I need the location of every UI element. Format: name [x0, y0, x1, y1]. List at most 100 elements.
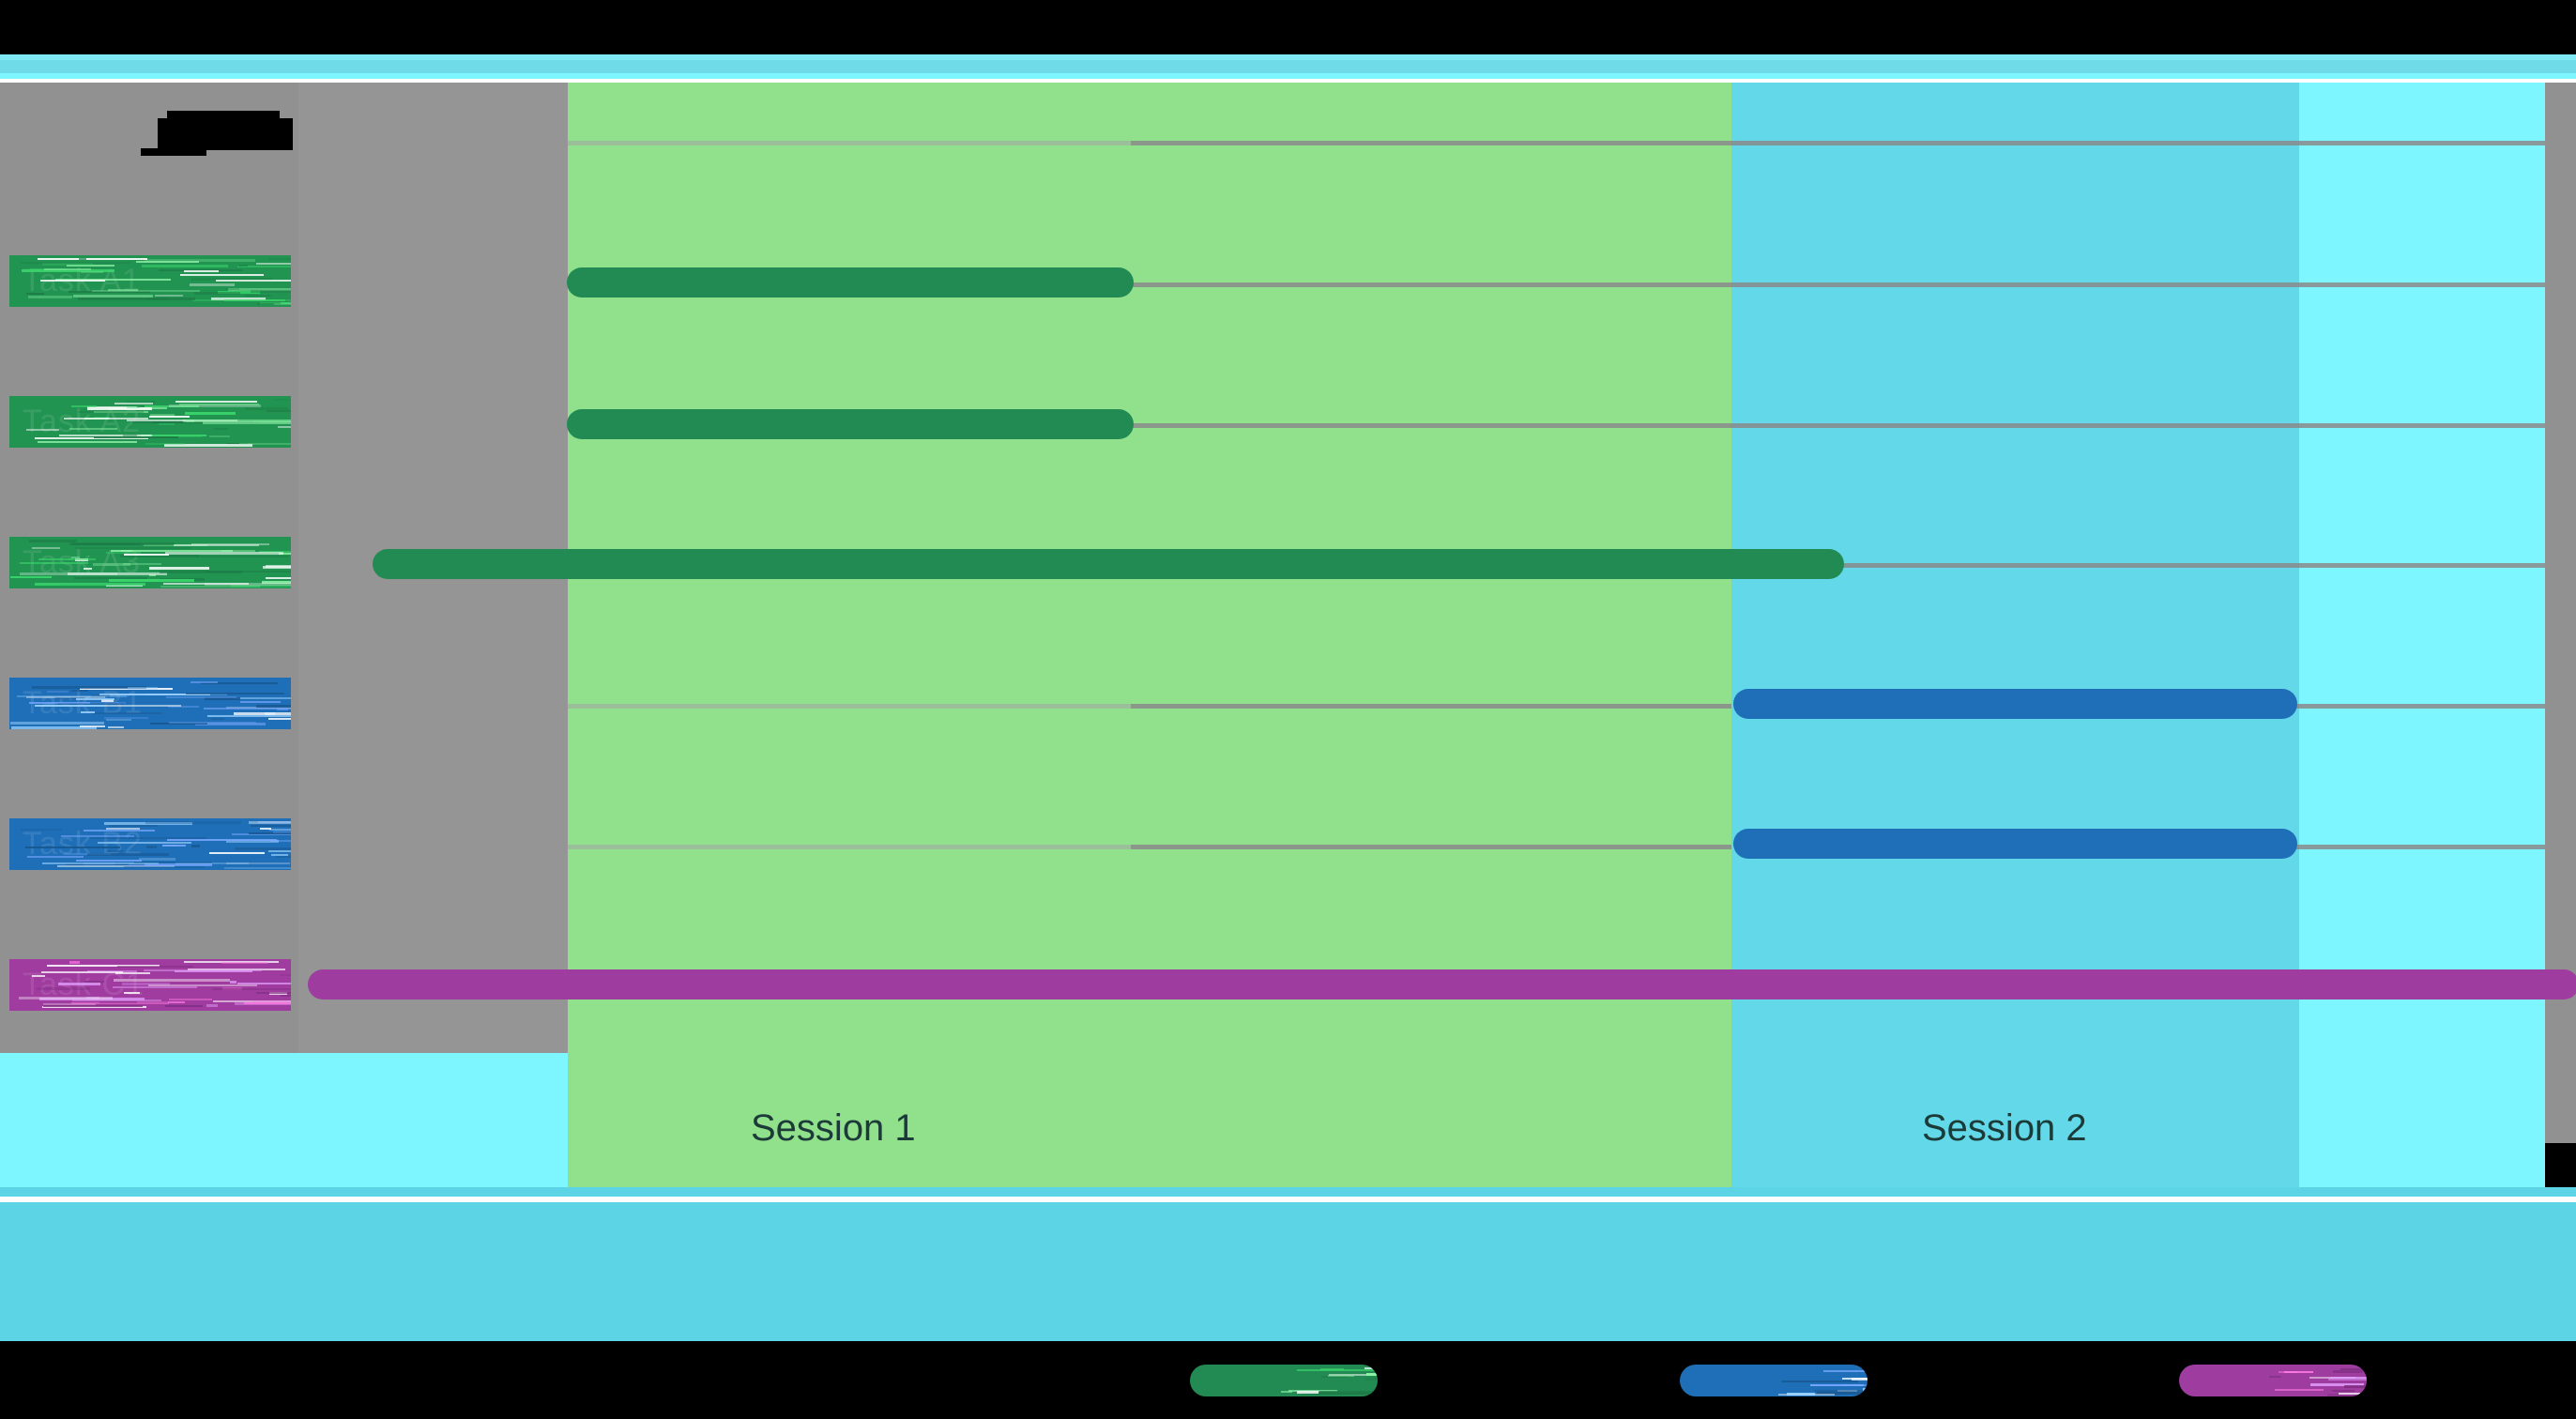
task-label-chip-c1[interactable]: Task C1 — [9, 959, 291, 1011]
glitch-scanline — [38, 557, 97, 560]
gridline-row-6-right — [1131, 845, 1731, 849]
glitch-scanline — [99, 693, 210, 695]
glitch-scanline — [209, 435, 231, 438]
chart-title-redaction-top — [167, 111, 280, 120]
glitch-scanline — [165, 696, 237, 699]
glitch-scanline — [21, 262, 130, 265]
gantt-bar-task-b1[interactable] — [1733, 689, 2297, 719]
glitch-scanline — [2279, 1371, 2298, 1374]
glitch-scanline — [87, 852, 170, 856]
session-2-label: Session 2 — [1922, 1107, 2087, 1149]
glitch-scanline — [43, 1005, 143, 1008]
glitch-scanline — [204, 582, 291, 586]
task-label-chip-a1[interactable]: Task A1 — [9, 255, 291, 307]
gridline-row-2-right — [1131, 282, 1731, 287]
footer-panel — [0, 1202, 2576, 1341]
glitch-scanline — [31, 975, 46, 978]
chart-title-redaction — [158, 118, 293, 150]
glitch-scanline — [211, 718, 224, 721]
glitch-scanline — [144, 969, 262, 971]
glitch-scanline — [123, 553, 169, 556]
glitch-scanline — [257, 820, 291, 823]
glitch-scanline — [191, 277, 273, 281]
gantt-bar-task-b2[interactable] — [1733, 829, 2297, 859]
glitch-scanline — [159, 423, 175, 426]
task-label-chip-a3[interactable]: Task A3 — [9, 537, 291, 588]
glitch-scanline — [105, 827, 141, 830]
glitch-scanline — [61, 834, 134, 837]
glitch-scanline — [1787, 1392, 1816, 1396]
glitch-scanline — [103, 716, 149, 719]
gridline-row-1-right — [1131, 141, 1731, 145]
gridline-row-2-s2 — [1731, 282, 2299, 287]
glitch-scanline — [1822, 1369, 1867, 1372]
glitch-scanline — [123, 991, 141, 994]
task-label-chip-b1[interactable]: Task B1 — [9, 678, 291, 729]
glitch-scanline — [69, 428, 117, 431]
glitch-scanline — [1810, 1383, 1865, 1386]
glitch-scanline — [34, 583, 145, 587]
glitch-scanline — [113, 985, 197, 988]
glitch-scanline — [211, 298, 266, 301]
glitch-scanline — [107, 288, 139, 292]
glitch-scanline — [46, 964, 160, 967]
glitch-scanline — [1781, 1381, 1859, 1383]
glitch-scanline — [255, 704, 291, 708]
glitch-scanline — [279, 973, 291, 976]
glitch-scanline — [260, 828, 271, 831]
legend-swatch-group-a[interactable] — [1190, 1365, 1378, 1396]
glitch-scanline — [129, 862, 212, 866]
task-label-chip-a2[interactable]: Task A2 — [9, 396, 291, 448]
glitch-scanline — [26, 695, 106, 698]
glitch-scanline — [166, 845, 177, 847]
glitch-scanline — [203, 707, 291, 710]
gantt-bar-task-c1[interactable] — [308, 969, 2576, 999]
legend-swatch-group-c[interactable] — [2179, 1365, 2367, 1396]
glitch-scanline — [267, 717, 291, 720]
glitch-scanline — [236, 266, 291, 268]
glitch-scanline — [149, 722, 208, 725]
glitch-scanline — [1328, 1374, 1354, 1377]
glitch-scanline — [108, 824, 158, 827]
header-strip-inner — [0, 73, 2576, 79]
glitch-scanline — [221, 961, 268, 964]
glitch-scanline — [2340, 1367, 2367, 1370]
chart-title-redaction-bottom — [141, 148, 206, 156]
glitch-scanline — [186, 419, 291, 422]
glitch-scanline — [226, 862, 291, 864]
glitch-scanline — [79, 688, 174, 691]
glitch-scanline — [139, 857, 176, 861]
glitch-scanline — [236, 982, 291, 984]
glitch-scanline — [67, 572, 167, 575]
gantt-bar-task-a3[interactable] — [373, 549, 1844, 579]
glitch-scanline — [131, 420, 161, 424]
glitch-scanline — [94, 417, 110, 420]
glitch-scanline — [2275, 1388, 2324, 1391]
glitch-scanline — [183, 269, 219, 272]
glitch-scanline — [43, 1003, 97, 1006]
session-1-label: Session 1 — [751, 1107, 916, 1149]
glitch-scanline — [88, 837, 207, 840]
glitch-scanline — [227, 288, 291, 292]
glitch-scanline — [115, 972, 150, 975]
gantt-bar-task-a1[interactable] — [567, 267, 1134, 298]
glitch-scanline — [144, 259, 255, 262]
gantt-bar-task-a2[interactable] — [567, 409, 1134, 439]
glitch-scanline — [158, 268, 244, 271]
glitch-scanline — [121, 550, 233, 553]
glitch-scanline — [145, 820, 241, 824]
task-label-chip-b2[interactable]: Task B2 — [9, 818, 291, 870]
glitch-scanline — [149, 574, 156, 577]
glitch-scanline — [1862, 1388, 1867, 1392]
left-panel-footer — [0, 1053, 568, 1194]
legend-swatch-group-b[interactable] — [1680, 1365, 1867, 1396]
right-margin-panel — [2545, 83, 2576, 1143]
glitch-scanline — [168, 705, 199, 708]
glitch-scanline — [47, 690, 69, 693]
glitch-scanline — [2332, 1390, 2355, 1393]
glitch-scanline — [277, 426, 291, 429]
glitch-scanline — [92, 289, 200, 292]
gridline-row-3-s2 — [1731, 423, 2299, 428]
glitch-scanline — [37, 987, 90, 991]
glitch-scanline — [84, 702, 126, 705]
